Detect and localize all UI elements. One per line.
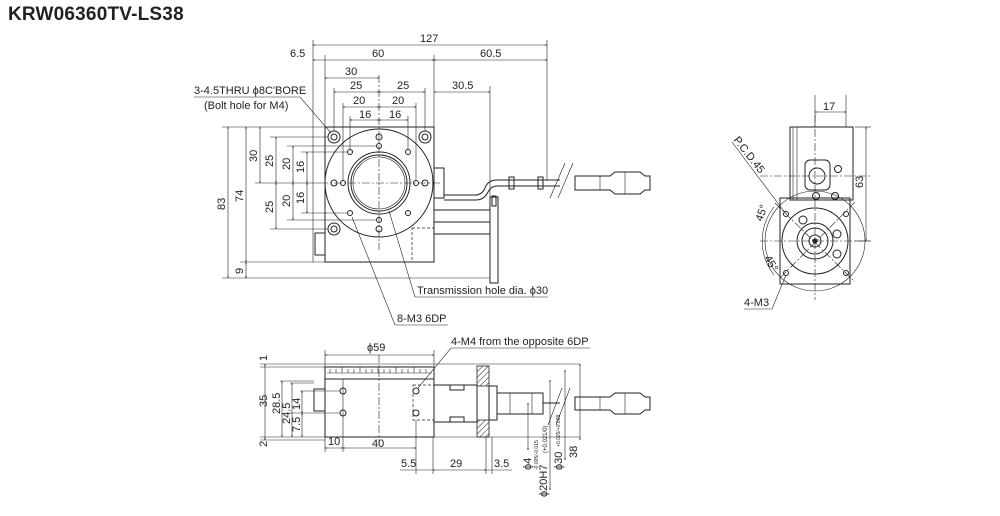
flange-section-bottom [476, 419, 490, 438]
dim-phi59: ϕ59 [367, 342, 385, 354]
dim-29: 29 [450, 458, 462, 470]
callout-tapped-holes: 8-M3 6DP [397, 313, 447, 325]
motor-flange [489, 196, 499, 284]
cable-connector [574, 171, 651, 195]
dim-16-right: 16 [389, 109, 401, 121]
model-title: KRW06360TV-LS38 [8, 4, 184, 25]
dim-14: 14 [291, 398, 303, 410]
dim-20-right: 20 [392, 95, 404, 107]
side-connector [574, 392, 651, 415]
dim-16-left: 16 [359, 109, 371, 121]
dim-5-5: 5.5 [401, 458, 416, 470]
angle-upper: 45° [754, 203, 771, 223]
dim-3-5: 3.5 [494, 458, 509, 470]
dim-phi4: ϕ4 [522, 458, 534, 470]
graduated-scale [324, 366, 435, 380]
holes-label: 4-M3 [744, 297, 769, 309]
dim-24-5: 24.5 [281, 403, 293, 424]
dim-phi4-tol: -0.005/-0.015 [534, 440, 540, 470]
side-view: ϕ59 4-M4 from the opposite 6DP 1 35 28.5… [258, 336, 651, 497]
dim-phi30: ϕ30 [553, 452, 565, 470]
dim-v20-bottom: 20 [281, 195, 293, 207]
dim-7-5: 7.5 [291, 417, 303, 432]
dim-74: 74 [234, 190, 246, 202]
dim-v16-bottom: 16 [295, 192, 307, 204]
dim-40: 40 [372, 438, 384, 450]
dim-v30: 30 [248, 150, 260, 162]
dim-127: 127 [420, 33, 438, 45]
dim-10: 10 [328, 436, 340, 448]
dim-63: 63 [854, 176, 866, 188]
dim-25-right: 25 [397, 80, 409, 92]
dim-60: 60 [372, 48, 384, 60]
side-tapped-holes [339, 387, 420, 417]
dim-v16-top: 16 [295, 161, 307, 173]
dim-60-5: 60.5 [480, 48, 501, 60]
dim-28-5: 28.5 [271, 393, 283, 414]
dim-top-1: 1 [258, 355, 270, 361]
dim-83: 83 [216, 198, 228, 210]
dim-35: 35 [258, 395, 270, 407]
top-view: 127 6.5 60 60.5 30 25 25 20 20 16 16 30.… [194, 33, 651, 326]
side-body [324, 366, 435, 438]
stage-body [324, 126, 435, 263]
dim-9: 9 [234, 268, 246, 274]
dim-30: 30 [345, 66, 357, 78]
dim-6-5: 6.5 [290, 48, 305, 60]
lock-knob [314, 232, 326, 256]
dim-20-left: 20 [353, 95, 365, 107]
dim-17: 17 [823, 101, 835, 113]
callout-bolt-hole: 3-4.5THRU ϕ8C'BORE [194, 85, 306, 97]
dim-v25-top: 25 [264, 155, 276, 167]
end-view: 17 63 P.C.D.45 45° 45° 4-M3 [731, 95, 871, 310]
pcd-label: P.C.D.45 [731, 134, 767, 175]
callout-transmission-hole: Transmission hole dia. ϕ30 [417, 285, 548, 297]
dim-25-left: 25 [350, 80, 362, 92]
dim-phi20-tol: (+0.021/0) [543, 425, 549, 453]
callout-bolt-hole-note: (Bolt hole for M4) [204, 100, 288, 112]
dim-bottom-2: 2 [258, 441, 270, 447]
dim-v20-top: 20 [281, 158, 293, 170]
callout-opposite-holes: 4-M4 from the opposite 6DP [451, 336, 589, 348]
dim-30-5: 30.5 [452, 80, 473, 92]
dim-phi20: ϕ20H7 [538, 465, 550, 497]
flange-section-top [476, 365, 490, 387]
dim-v25-bottom: 25 [264, 201, 276, 213]
dim-38: 38 [568, 446, 580, 458]
dim-phi30-tol: +0.025/+0.009 [556, 415, 562, 447]
